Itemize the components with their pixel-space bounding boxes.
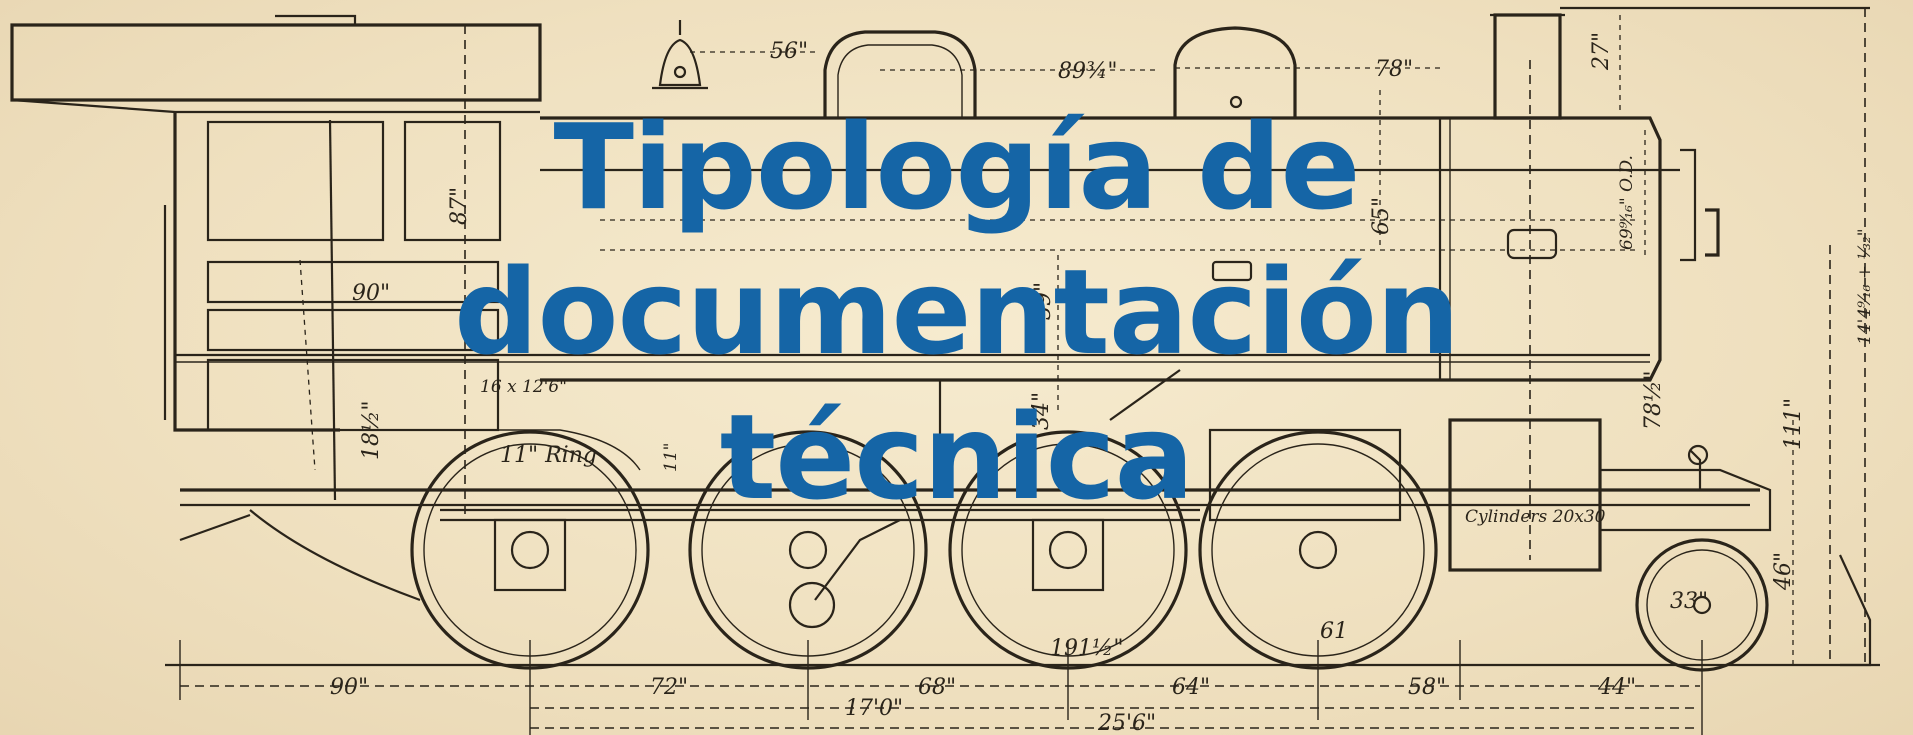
dim-label: 58" [1408,675,1446,700]
dim-label: 89¾" [1058,59,1117,84]
dim-label: 25'6" [1097,711,1156,735]
dim-label: 61 [1320,619,1348,644]
smokestack [1490,13,1565,120]
bottom-dimensions [165,640,1880,735]
title-line-1: Tipología de [553,98,1360,236]
dimension-labels: 56" 89¾" 78" 27" 87" 90" 16 x 12'6" 65" … [330,32,1875,735]
cab-body [163,25,502,520]
dim-label: 56" [770,39,808,64]
dim-label: 68" [918,675,956,700]
dim-label: 39" [1031,282,1056,320]
dim-label: 78½" [1641,371,1666,430]
dim-label: 64" [1172,675,1210,700]
dim-label: 65" [1369,197,1394,235]
title-line-2: documentación [454,243,1460,381]
dim-label: 27" [1589,32,1614,71]
dim-label: 34" [1029,392,1054,430]
vertical-dimensions [1057,90,1831,665]
dim-label: 90" [330,675,368,700]
boiler [175,60,1720,560]
rods [440,369,1200,601]
cylinders [1448,418,1872,667]
title-block: Tipología de documentación técnica [0,95,1913,530]
dim-label: 72" [650,675,688,700]
dim-label: 87" [447,187,472,225]
dim-label: 14'4⁹⁄₁₆ + ¹⁄₃₂" [1855,228,1875,345]
bell [652,20,708,90]
dim-label: Cylinders 20x30 [1465,507,1606,527]
dim-label: 44" [1597,675,1636,700]
dim-label: 16 x 12'6" [480,377,567,397]
top-dimensions [690,6,1870,665]
dim-label: 90" [352,281,390,306]
dim-label: 33" [1670,589,1708,614]
dim-label: 11" Ring [500,443,597,468]
dim-label: 78" [1375,57,1413,82]
dim-label: 69⁹⁄₁₆" O.D. [1617,155,1637,250]
dim-label: 191½" [1050,636,1123,661]
sand-dome [1173,26,1297,118]
dim-label: 111" [1781,398,1806,450]
steam-dome [823,30,977,118]
dim-label: 46" [1771,552,1796,591]
dim-label: 18½" [359,401,384,460]
title-line-3: técnica [719,388,1194,526]
dim-label: 17'0" [845,696,903,721]
dim-label: 11" [661,443,681,472]
page-title: Tipología de documentación técnica [454,95,1460,530]
